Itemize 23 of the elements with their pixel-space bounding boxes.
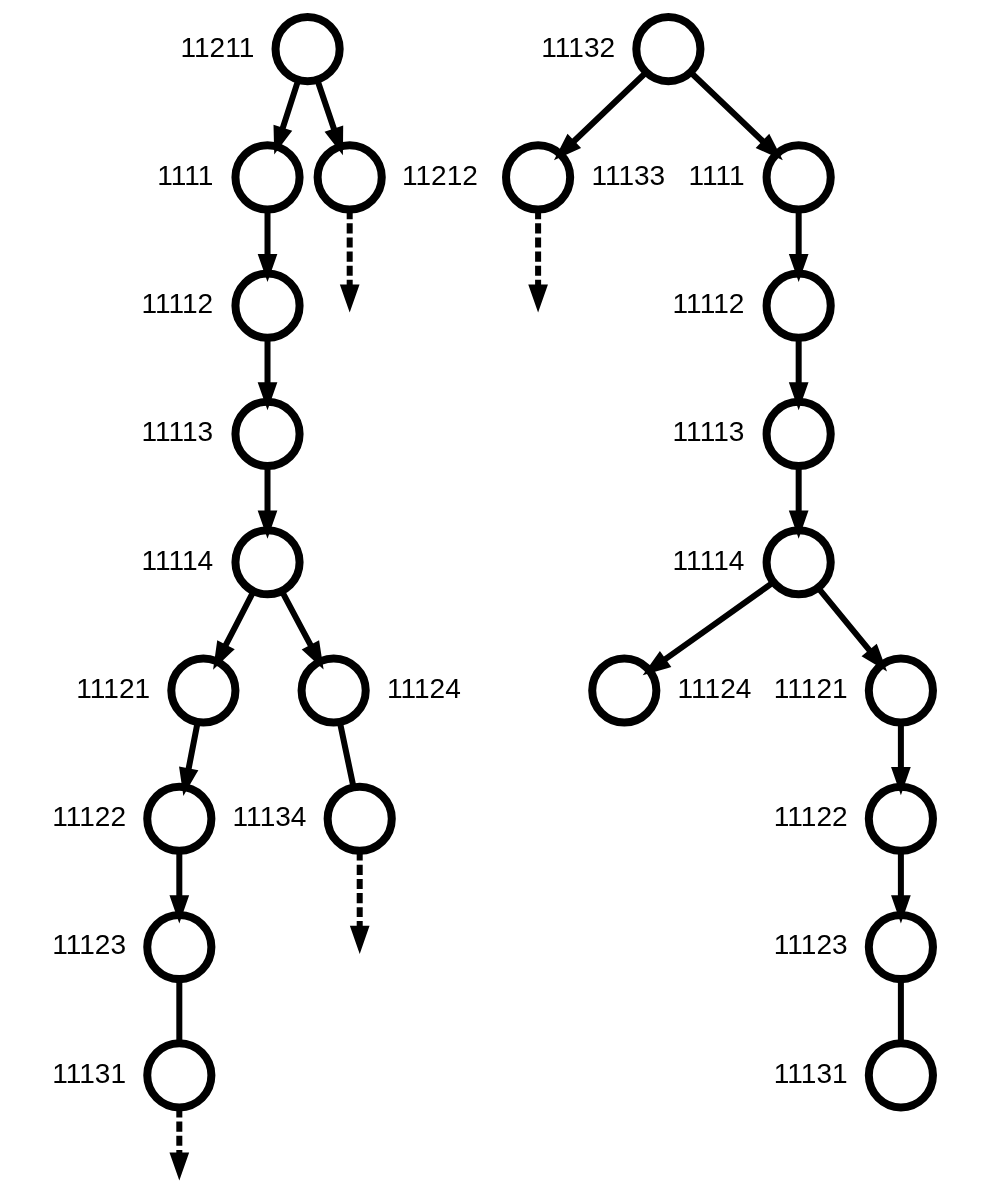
node-label: 11112 <box>141 287 214 319</box>
node-label: 11113 <box>141 415 214 447</box>
node-label: 11121 <box>76 672 151 704</box>
node-label: 11132 <box>541 31 616 62</box>
node-label: 11114 <box>141 544 214 576</box>
node-label: 1111 <box>157 159 214 191</box>
node-label: 11113 <box>672 415 745 447</box>
node-label: 11123 <box>52 928 127 960</box>
node-label: 11123 <box>773 928 848 960</box>
node-label: 11122 <box>773 800 848 832</box>
node-label: 11124 <box>386 672 461 704</box>
node-label: 11122 <box>52 800 127 832</box>
node-label: 11212 <box>401 159 478 191</box>
node-label: 11133 <box>591 159 666 191</box>
node-label: 11211 <box>180 31 255 62</box>
node-label: 11134 <box>232 800 307 832</box>
node-label: 11131 <box>773 1057 848 1089</box>
node-label: 11114 <box>672 544 745 576</box>
node-label: 1111 <box>688 159 745 191</box>
node-label: 11121 <box>773 672 848 704</box>
node-label: 11124 <box>677 672 752 704</box>
node-label: 11131 <box>52 1057 127 1089</box>
node-label: 11112 <box>672 287 745 319</box>
